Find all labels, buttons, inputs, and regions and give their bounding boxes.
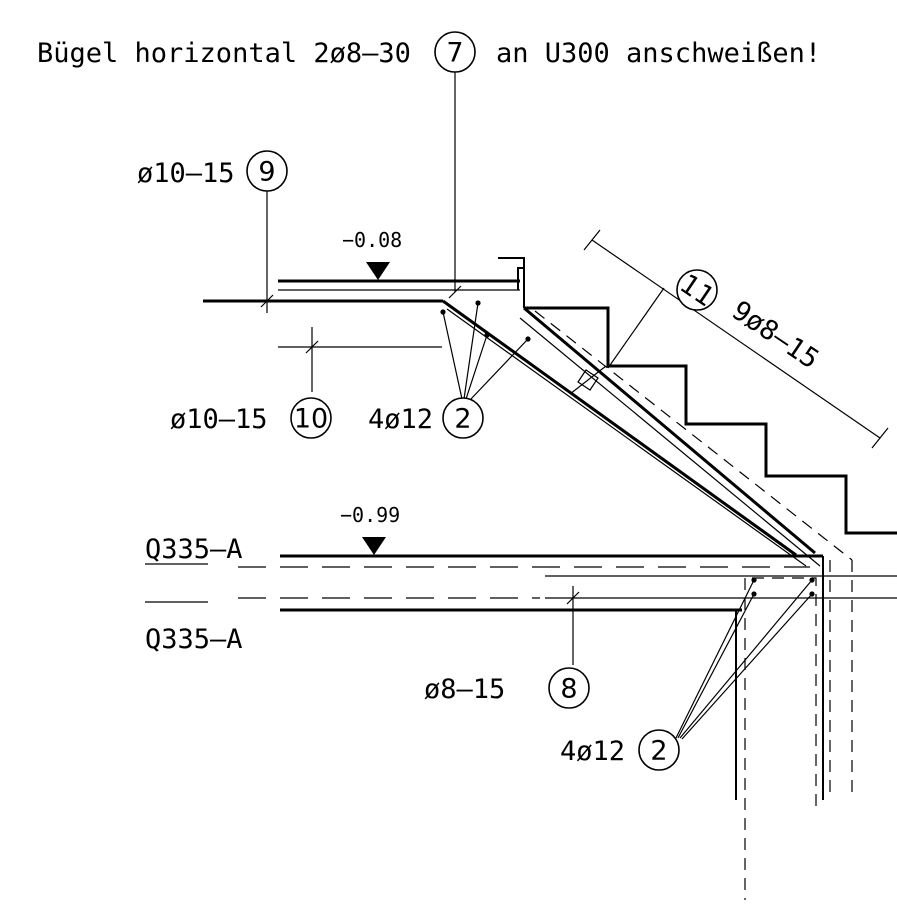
mark-10-text: 10	[294, 404, 328, 435]
leader-mark-2-lower-4	[681, 593, 813, 740]
leader-mark-2-upper-4	[469, 338, 529, 401]
bar-8-label: ø8–15	[424, 674, 505, 705]
bar-11-stirrup-leg	[569, 365, 607, 395]
leader-mark-2-upper-2	[463, 302, 479, 400]
tick-mark-7	[448, 285, 462, 299]
mark-7-text: 7	[446, 38, 463, 69]
leader-mark-2-upper-3	[465, 334, 488, 400]
bar-11-tick-start	[583, 229, 601, 251]
stair-bottom-reinforcement	[446, 308, 807, 567]
corner-stirrup-hidden	[752, 577, 817, 806]
stair-slab-top-edge	[523, 306, 816, 555]
leader-mark-2-lower-2	[677, 593, 755, 739]
stair-slab-soffit	[442, 299, 797, 557]
mark-2-upper-text: 2	[454, 404, 471, 435]
tick-mark-9	[260, 294, 274, 308]
bar-10-label: ø10–15	[170, 404, 268, 435]
stair-hidden-edge	[534, 310, 853, 561]
stair-steps	[524, 306, 897, 535]
bar-11-label: 9ø8–15	[726, 295, 824, 375]
level-upper-marker	[366, 262, 390, 280]
bar-9-label: ø10–15	[137, 158, 235, 189]
leader-mark-11	[607, 287, 665, 369]
mark-7-bubble: 7	[434, 31, 476, 73]
mark-2-lower-text: 2	[650, 736, 667, 767]
mark-8-bubble: 8	[548, 667, 590, 709]
stair-top-reinforcement	[519, 317, 821, 567]
bar-11-distribution-line	[591, 239, 881, 439]
tick-mark-8	[566, 591, 580, 605]
title-note: Bügel horizontal 2ø8–30	[37, 38, 411, 69]
level-lower-text: −0.99	[340, 503, 400, 527]
u300-profile	[498, 257, 525, 290]
bar-11-stirrup-symbol	[577, 369, 599, 391]
mark-11-bubble: 11	[674, 269, 720, 314]
leader-mark-2-upper-1	[442, 311, 463, 400]
level-lower-marker	[362, 537, 386, 555]
leader-mark-2-lower-1	[675, 579, 755, 739]
bar-11-tick-end	[871, 427, 889, 449]
tick-mark-10	[305, 340, 319, 354]
bar-2-lower-label: 4ø12	[560, 736, 625, 767]
title-note-suffix: an U300 anschweißen!	[496, 38, 821, 69]
level-upper-text: −0.08	[342, 228, 402, 252]
material-bottom-label: Q335–A	[145, 624, 243, 655]
material-top-label: Q335–A	[145, 534, 243, 565]
mark-10-bubble: 10	[290, 397, 332, 439]
mark-11-text: 11	[674, 269, 720, 314]
leader-mark-2-lower-3	[679, 579, 813, 739]
mark-9-bubble: 9	[246, 150, 288, 192]
mark-2-lower-bubble: 2	[638, 729, 680, 771]
bar-2-upper-label: 4ø12	[368, 404, 433, 435]
mark-9-text: 9	[258, 157, 275, 188]
mark-8-text: 8	[560, 674, 577, 705]
mark-2-upper-bubble: 2	[442, 397, 484, 439]
